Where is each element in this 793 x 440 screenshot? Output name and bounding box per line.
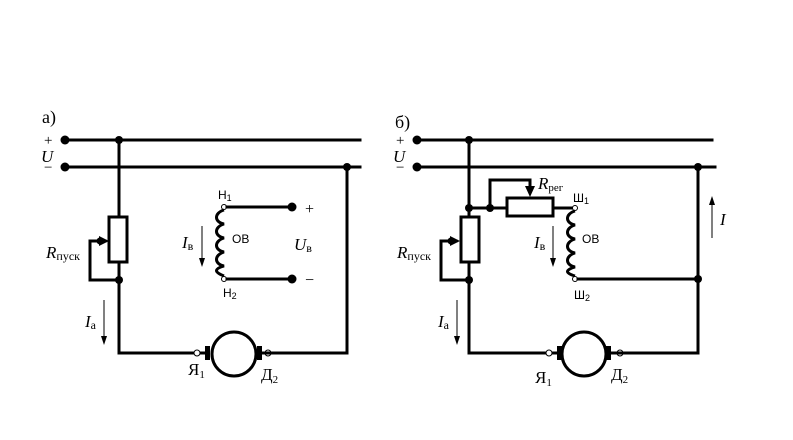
start-resistor-label: Rпуск: [45, 243, 80, 263]
field-terminal-top-label: Ш1: [573, 191, 589, 206]
field-terminal: [572, 205, 578, 211]
arrow-head: [709, 196, 715, 205]
field-terminal-bottom-label: Ш2: [574, 288, 590, 303]
circuit-b-label: б): [395, 112, 410, 133]
circuit-b: б) + U − Rпуск Ia: [393, 112, 727, 389]
wire: [467, 260, 559, 355]
field-plus-sign: +: [305, 201, 314, 218]
start-resistor: [459, 215, 481, 264]
armature-current-label: Ia: [84, 312, 97, 332]
field-current-label: Iв: [533, 233, 546, 253]
arrow-head: [454, 336, 460, 345]
start-resistor: [107, 215, 129, 264]
brush: [606, 346, 611, 360]
field-supply-terminal: [287, 202, 297, 212]
regulator-slider-wire: [488, 178, 532, 210]
field-terminal-top-label: Н1: [218, 188, 232, 203]
armature-terminal-2-label: Д2: [261, 365, 278, 386]
armature: [560, 330, 608, 378]
field-winding-coil: [215, 208, 225, 278]
negative-terminal: [60, 162, 70, 172]
regulating-resistor: [505, 196, 555, 218]
slider-arrow: [525, 186, 535, 197]
field-supply-terminal: [287, 274, 297, 284]
armature-terminal: [193, 349, 201, 357]
supply-plus-sign: +: [396, 133, 404, 149]
supply-voltage-symbol: U: [41, 147, 55, 166]
supply-minus-sign: −: [396, 160, 404, 176]
arrow-head: [101, 336, 107, 345]
brush: [205, 346, 210, 360]
brush: [557, 346, 562, 360]
wire: [260, 165, 349, 355]
supply-plus-sign: +: [44, 133, 52, 149]
arrow-head: [550, 258, 556, 267]
regulating-resistor-label: Rрег: [537, 174, 564, 194]
field-voltage-label: Uв: [294, 235, 312, 255]
field-winding-label: ОВ: [582, 232, 599, 246]
field-minus-sign: −: [305, 272, 314, 289]
armature-terminal-1-label: Я1: [188, 360, 205, 381]
armature-terminal: [545, 349, 553, 357]
field-winding-label: ОВ: [232, 232, 249, 246]
supply-voltage-symbol: U: [393, 147, 407, 166]
positive-terminal: [60, 135, 70, 145]
supply-minus-sign: −: [44, 160, 52, 176]
armature-terminal-1-label: Я1: [535, 368, 552, 389]
brush: [257, 346, 262, 360]
junction-dot: [447, 237, 455, 245]
arrow-head: [199, 258, 205, 267]
junction-dot: [96, 237, 104, 245]
wire: [117, 260, 207, 355]
armature-current-label: Ia: [437, 312, 450, 332]
positive-terminal: [412, 135, 422, 145]
circuit-a: а) + U − Rпуск Ia: [41, 107, 362, 386]
field-winding-coil: [566, 209, 576, 278]
field-terminal-bottom-label: Н2: [223, 286, 237, 301]
start-resistor-label: Rпуск: [396, 243, 431, 263]
circuit-a-label: а): [42, 107, 56, 128]
line-current-label: I: [719, 210, 727, 229]
armature-terminal-2-label: Д2: [611, 365, 628, 386]
negative-terminal: [412, 162, 422, 172]
field-current-label: Iв: [181, 233, 194, 253]
armature: [210, 330, 258, 378]
